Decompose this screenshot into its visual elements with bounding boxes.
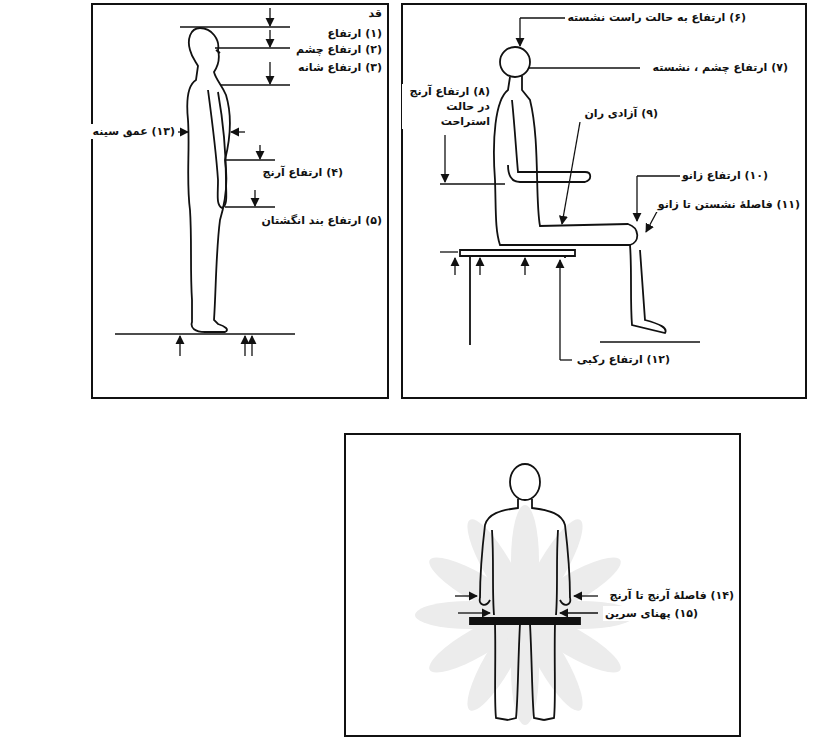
panel-frame	[402, 4, 806, 398]
watermark	[415, 505, 635, 725]
dimension-label: (۹) آزادی ران	[582, 106, 660, 121]
back-figure	[455, 464, 598, 720]
dimension-label: (۴) ارتفاع آرنج	[261, 165, 345, 180]
panel-frame	[345, 434, 740, 736]
dimension-label: (۱۱) فاصلهٔ نشستن تا زانو	[656, 197, 802, 212]
standing-figure	[115, 8, 295, 356]
dimension-label: (۱۵) پهنای سرین	[603, 606, 700, 621]
dimension-label: قد	[366, 6, 384, 21]
dimension-label: (۱۲) ارتفاع رکبی	[575, 352, 672, 367]
dimension-label: (۱) ارتفاع	[326, 26, 384, 41]
dimension-label: (۲) ارتفاع چشم	[294, 42, 384, 57]
dimension-label: (۳) ارتفاع شانه	[296, 60, 384, 75]
dimension-label: (۶) ارتفاع به حالت راست نشسته	[565, 10, 748, 25]
dimension-label: (۷) ارتفاع چشم ، نشسته	[651, 60, 791, 75]
dimension-label: (۵) ارتفاع بند انگشتان	[259, 213, 384, 228]
dimension-label: (۸) ارتفاع آرنج در حالت استراحت	[402, 84, 492, 129]
watermark-petal	[458, 513, 537, 622]
dimension-label: (۱۳) عمق سینه	[91, 124, 177, 139]
dimension-label: (۱۰) ارتفاع زانو	[680, 168, 770, 183]
dimension-label: (۱۴) فاصلهٔ آرنج تا آرنج	[607, 588, 736, 603]
panel-frame	[92, 4, 388, 398]
